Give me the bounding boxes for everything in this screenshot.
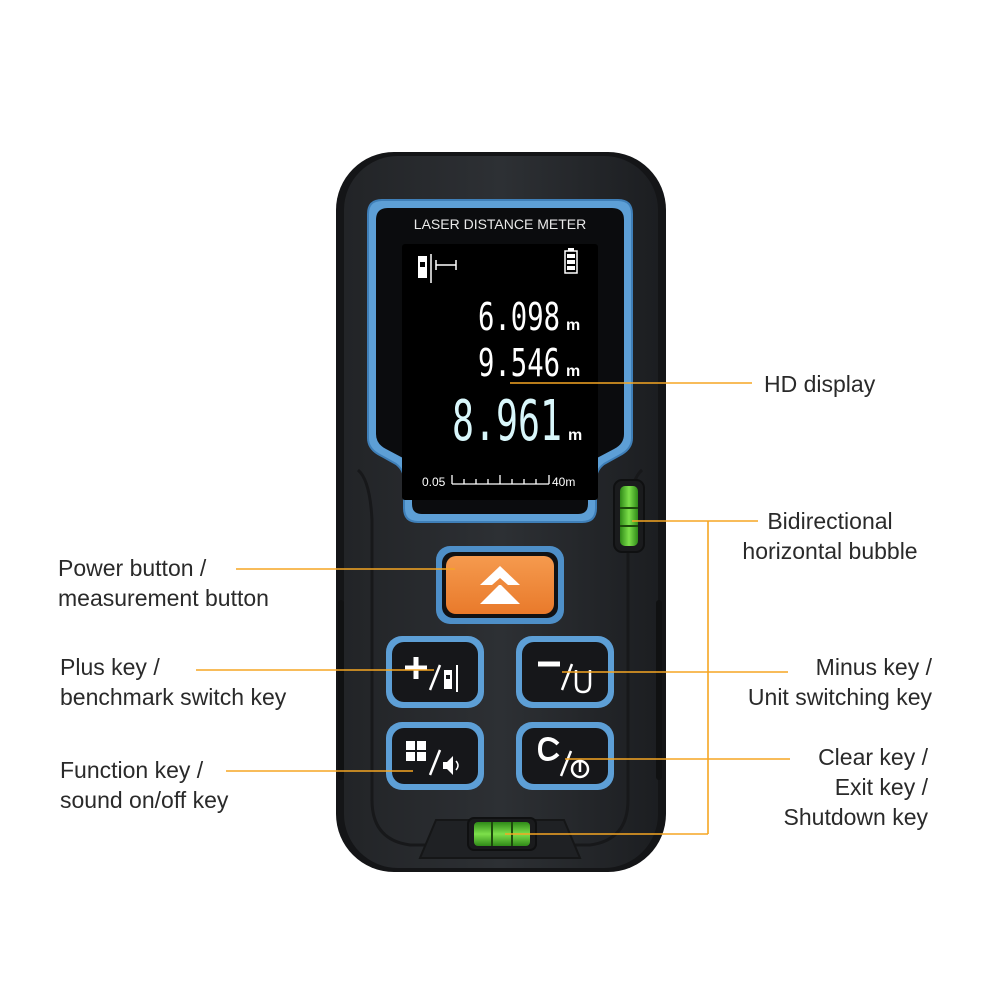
reading-3-unit: m <box>568 427 582 444</box>
function-sound-key[interactable] <box>386 722 484 790</box>
callout-plus-key: Plus key / benchmark switch key <box>60 654 287 710</box>
range-scale <box>451 475 550 485</box>
device-reference-icon <box>444 665 458 692</box>
reading-1-value: 6.098 <box>478 295 560 339</box>
double-chevron-up-icon <box>480 566 520 604</box>
vertical-bubble-level <box>613 479 645 553</box>
callout-power-button: Power button / measurement button <box>58 555 269 611</box>
horizontal-bubble-level <box>467 817 537 851</box>
reading-1-unit: m <box>566 317 580 334</box>
plus-icon <box>405 657 427 679</box>
scale-min: 0.05 <box>422 475 446 489</box>
callout-clear-key: Clear key / Exit key / Shutdown key <box>783 744 928 830</box>
callout-hd-display: HD display <box>764 371 876 397</box>
callout-lines <box>196 382 790 835</box>
battery-icon <box>564 248 578 274</box>
callout-bubble: Bidirectional horizontal bubble <box>742 508 918 564</box>
c-letter-icon <box>537 736 560 762</box>
power-icon <box>570 759 590 779</box>
scale-max: 40m <box>552 475 575 489</box>
speaker-icon <box>443 756 459 775</box>
lcd-screen: 6.098 m 9.546 m 8.961 m 0.05 40m <box>402 244 598 500</box>
reading-2-unit: m <box>566 363 580 380</box>
grid-icon <box>406 741 426 761</box>
distance-mode-icon <box>418 254 457 283</box>
screen-title: LASER DISTANCE METER <box>414 216 586 232</box>
callout-function-key: Function key / sound on/off key <box>60 757 229 813</box>
reading-3-value: 8.961 <box>452 389 562 454</box>
plus-benchmark-key[interactable] <box>386 636 484 708</box>
clear-exit-shutdown-key[interactable] <box>516 722 614 790</box>
reading-2-value: 9.546 <box>478 341 560 385</box>
power-measure-button[interactable] <box>436 546 564 624</box>
callout-minus-key: Minus key / Unit switching key <box>747 654 932 710</box>
unit-u-icon <box>574 670 592 694</box>
